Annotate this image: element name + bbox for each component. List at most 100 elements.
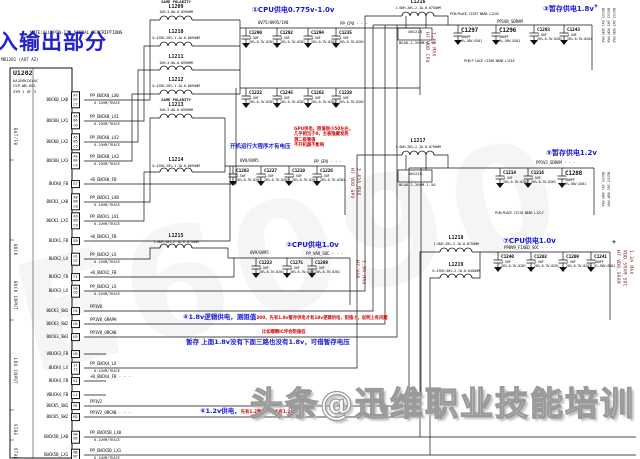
pin-name: BUCK3_SW3 — [46, 334, 69, 340]
pin-name: BUCK5B_LX1 — [44, 452, 68, 458]
pin-name: BUCK5_SW1 — [46, 403, 69, 409]
filter-ref: XW1220 — [408, 171, 422, 176]
pin-name: BUCK3_SW1 — [46, 308, 69, 314]
pin-number-box: M1 — [71, 402, 80, 410]
cap-ref: C1275 — [290, 261, 303, 266]
pin-net-label: PP1V2_ORCAB - - - — [90, 410, 131, 416]
pin-number-box: H1 — [71, 307, 80, 315]
cap-value: 1.5UF — [567, 33, 577, 37]
pin-net-label: PP_BUCK4_LX — [90, 361, 117, 367]
plus-mark: + — [612, 238, 616, 246]
pin-net-sub: 0.1OHM/TRACE — [94, 437, 120, 442]
annotation-red: 300，先有1.8v暂存供电才有18v逻辑供电，阻值小，说明上有问题 — [256, 316, 388, 321]
pcb-note: PCB:PLACE C1297 NEAR C1243 — [450, 12, 499, 16]
inductor-value: 1UH-3.0A-0.059OHM — [159, 10, 193, 14]
pcb-note: PCB:P LACE C1296 NEAR L1216 — [464, 59, 515, 63]
cap-value: 1.5UF — [537, 33, 547, 37]
supply-label-5: ⑤暂存供电1.2v — [546, 149, 597, 157]
pin-number-box: M2 — [71, 413, 80, 421]
cap-ref: C1241 — [594, 255, 607, 260]
pin-name: VBUCK4_FB — [46, 392, 69, 398]
pin-name: BUCK3_LX — [48, 288, 68, 294]
cap-sub: 20%-6.3V-0201 — [339, 100, 364, 104]
cap-ref: C1245 — [280, 91, 293, 96]
pin-net-label: +B_BUCK2_FB — [90, 270, 117, 276]
pin-number-box: A7 B7 C7 — [71, 91, 80, 109]
pin-number-box: E7 — [71, 180, 80, 188]
cap-sub: 5%-50V-0201 — [499, 38, 520, 43]
inductor-value: 1UH-3.0A-0.059OHM — [159, 60, 193, 65]
rail-label-vibe: VIBE — [13, 424, 18, 436]
pin-name: BUCK5B_LX0 — [44, 434, 68, 440]
pin-note-text: NOTE:ALL PIN-123 SIGNAL DESCRIPTIONS — [30, 31, 123, 36]
side-rail: BUCK3_SW3 NOM MAX — [612, 8, 616, 43]
page-title: 入输出部分 — [0, 30, 107, 54]
inductor-ref: L1218 — [448, 235, 464, 241]
inductor-ref: L1213 — [168, 101, 184, 108]
net-label: PP0V9_FIXED_SOC · · · — [504, 245, 553, 250]
cap-sub: 20%-6.3V-0201 — [531, 180, 556, 184]
inductor-ref: L1217 — [410, 138, 426, 144]
pin-name: BUCK0_LX0 — [46, 97, 69, 103]
pin-name: BUCK3_SW2 — [46, 321, 69, 327]
cap-sub: 20%-6.3V-0201 — [567, 37, 592, 41]
inductor-ref: L1219 — [448, 262, 464, 268]
pin-net-label: PP1V2 — [90, 399, 102, 405]
pin-net-sub: 0.1OHM/TRACE — [94, 368, 120, 373]
pin-net-label: PP1V8_ORCAB — [90, 330, 117, 336]
pin-number-box: H2 — [71, 320, 80, 328]
rail-current: 1.9A MAX — [360, 260, 366, 285]
cap-ref: C1292 — [280, 31, 293, 36]
pin-name: BUCK0_LX2 — [46, 139, 69, 145]
cap-ref: C1240 — [501, 255, 514, 260]
ic-package: CSP-WB-661 — [13, 83, 36, 88]
pin-net-sub: 0.1OHM/TRACE — [94, 121, 120, 126]
pin-net-sub: 0.1OHM/TRACE — [94, 142, 120, 147]
cap-value: 1.5UF — [311, 36, 321, 40]
cap-ref: C1222 — [249, 91, 262, 96]
pin-number-box: H5 — [71, 350, 80, 358]
net-label: 0V9/0V95 — [250, 250, 269, 255]
pin-net-label: +B_BUCK4_FB - - - — [90, 374, 131, 380]
inductor-value: 1.0UH-20%-2.1A-0.075OHM — [395, 5, 441, 10]
cap-ref: C1296 — [499, 27, 517, 34]
rail-name: H7 VAR — [354, 260, 359, 279]
cap-ref: C1227 — [264, 169, 277, 174]
cap-ref: C1223 — [259, 261, 272, 266]
rail-current: 7.4A MAX — [430, 32, 436, 57]
pin-number-box: N6 N7 — [71, 448, 80, 459]
cap-sub: 20%-6.3V-0201 — [249, 40, 274, 44]
inductor-value: 1.0UH-20%-2.1A-0.075OHM — [395, 144, 441, 149]
pin-net-label: PP1V8_GRAPH — [90, 317, 117, 323]
side-rail: BUCK5_SW2 NOM MAX — [606, 172, 611, 207]
pin-net-label: PP_BUCK3_LX — [90, 284, 117, 290]
net-label: PP1V2_SDRAM · · · — [536, 160, 576, 165]
pin-name: BUCK5_SW2 — [46, 414, 69, 420]
cap-sub: 20%-6.3V-0201 — [249, 100, 274, 104]
supply-label-3: ③暂存供电1.8v — [543, 5, 594, 13]
cap-value: 1.5UF — [534, 260, 544, 264]
supply-label-2: ②CPU供电1.0v — [286, 241, 339, 249]
cap-ref: C1228 — [339, 91, 352, 96]
pin-name: BUCK1_FB — [48, 238, 68, 244]
pin-name: BUCK2_LX — [48, 256, 68, 262]
cap-sub: 5%-50V-0201 — [565, 181, 586, 186]
cap-value: 100PF — [461, 34, 471, 39]
